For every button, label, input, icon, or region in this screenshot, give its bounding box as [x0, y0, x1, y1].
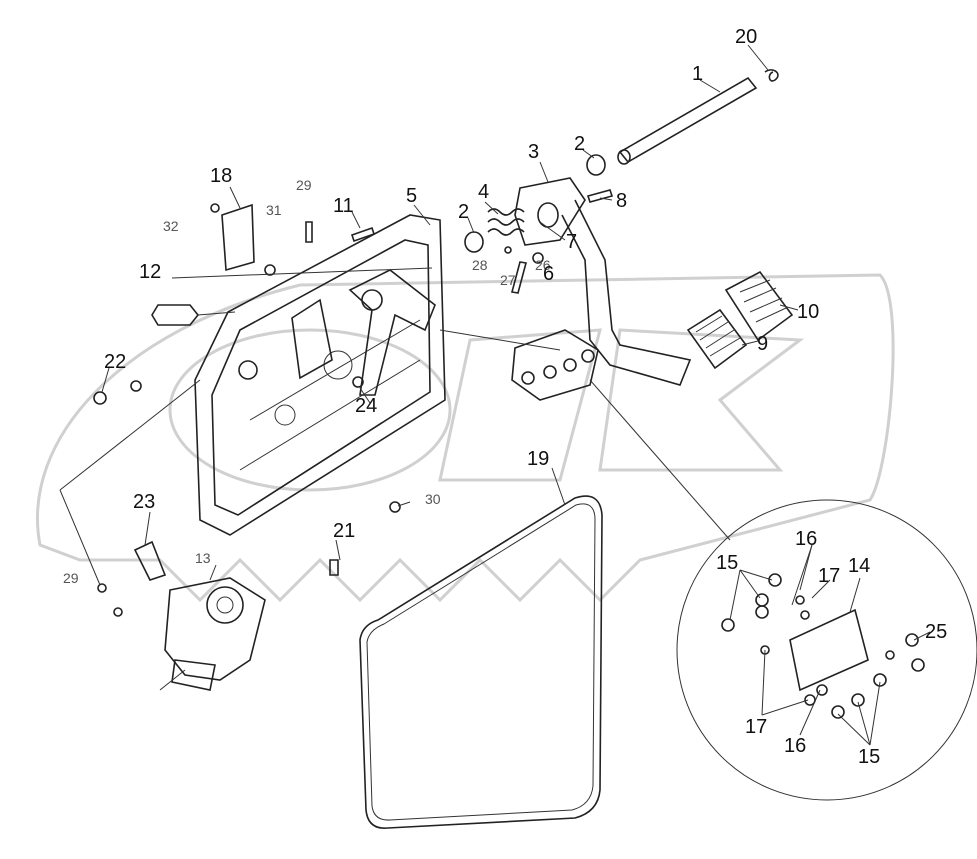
callout-15-top: 15 [716, 552, 738, 574]
callout-8: 8 [616, 190, 627, 212]
plate-part [221, 203, 255, 272]
leader-lines [59, 44, 931, 746]
callout-5: 5 [406, 185, 417, 207]
nut-26 [532, 252, 544, 264]
callout-labels: 20 1 2 3 4 2 5 8 7 26 28 6 27 10 9 18 29… [63, 26, 947, 768]
nut-24 [352, 376, 364, 388]
bolt-part [586, 189, 614, 203]
bracket-23 [133, 540, 167, 581]
callout-2-top: 2 [574, 133, 585, 155]
clip-part [764, 69, 779, 82]
callout-6: 6 [543, 263, 554, 285]
callout-13: 13 [195, 550, 211, 566]
connector-block-part [511, 329, 599, 401]
pedal-pad-9 [686, 308, 748, 370]
detail-inset [676, 499, 977, 801]
callout-10: 10 [797, 301, 819, 323]
pedal-arm-part [514, 177, 692, 386]
callout-3: 3 [528, 141, 539, 163]
screw-21 [329, 559, 339, 576]
callout-32: 32 [163, 218, 179, 234]
nut-31 [264, 264, 276, 276]
sensor-part [151, 304, 236, 326]
callout-14: 14 [848, 555, 870, 577]
callout-28: 28 [472, 257, 488, 273]
callout-16-top: 16 [795, 528, 817, 550]
callout-26: 26 [535, 257, 551, 273]
nut-30 [389, 501, 401, 513]
callout-2-left: 2 [458, 201, 469, 223]
fitting-part [93, 380, 142, 405]
callout-1: 1 [692, 63, 703, 85]
callout-20: 20 [735, 26, 757, 48]
callout-11: 11 [333, 195, 354, 217]
main-bracket-part [194, 214, 446, 536]
screw-29-top [305, 221, 313, 243]
callout-17-bottom: 17 [745, 716, 767, 738]
callout-17-top: 17 [818, 565, 840, 587]
seal-ring-part [359, 495, 603, 829]
callout-23: 23 [133, 491, 155, 513]
spring-part [487, 208, 525, 236]
callout-30: 30 [425, 491, 441, 507]
screw-29-bottom [97, 583, 107, 593]
callout-16-bottom: 16 [784, 735, 806, 757]
callout-27: 27 [500, 272, 516, 288]
pedal-pad-10 [724, 270, 794, 342]
callout-18: 18 [210, 165, 232, 187]
callout-25: 25 [925, 621, 947, 643]
callout-12: 12 [139, 261, 161, 283]
brake-valve-part [159, 577, 266, 691]
washer-28 [504, 246, 512, 254]
callout-19: 19 [527, 448, 549, 470]
screw-small [113, 607, 123, 617]
callout-9: 9 [757, 333, 768, 355]
callout-24: 24 [355, 395, 377, 417]
callout-29-top: 29 [296, 177, 312, 193]
callout-15-bottom: 15 [858, 746, 880, 768]
shaft-part [617, 76, 758, 165]
screw-32 [210, 203, 220, 213]
callout-22: 22 [104, 351, 126, 373]
pin-part [511, 261, 527, 294]
bolt-11 [350, 226, 376, 243]
callout-7: 7 [566, 231, 577, 253]
callout-31: 31 [266, 202, 282, 218]
callout-29-bottom: 29 [63, 570, 79, 586]
callout-4: 4 [478, 181, 489, 203]
callout-21: 21 [333, 520, 355, 542]
watermark-logo [35, 273, 895, 603]
